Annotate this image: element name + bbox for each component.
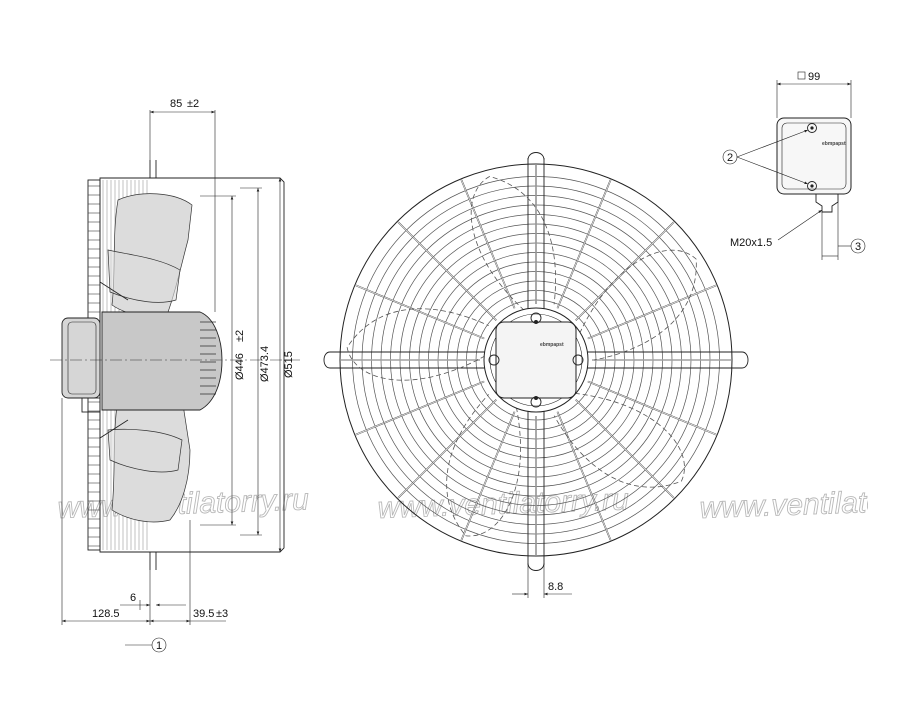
dim-blade-diameter: Ø446 <box>234 353 246 380</box>
front-grille <box>339 163 733 557</box>
front-blade <box>446 394 521 537</box>
dim-slot-width: 8.8 <box>548 581 563 593</box>
terminal-box-side <box>81 397 101 413</box>
callout-1-circle <box>151 637 167 653</box>
front-blade <box>553 392 685 488</box>
blade-lower-2 <box>107 428 183 473</box>
side-view: 85 ±2 Ø446 ±2 Ø473.4 Ø515 128.5 6 39.5 ±… <box>50 98 300 653</box>
terminal-screw-bottom <box>807 181 817 191</box>
grille-outer-ring <box>339 163 733 557</box>
blade-upper-2 <box>107 249 181 303</box>
front-blade <box>470 176 556 311</box>
motor-rear-cap <box>61 317 101 399</box>
dim-rear-offset-tol: ±3 <box>216 608 228 620</box>
dim-outer-diameter: Ø515 <box>283 351 295 378</box>
terminal-box-body <box>776 117 852 195</box>
terminal-box-front <box>495 321 577 399</box>
dim-overall-depth: 128.5 <box>92 608 120 620</box>
front-blade <box>346 308 489 381</box>
cable-gland <box>815 194 839 213</box>
callout-3-circle <box>850 238 866 254</box>
dim-flange-thickness: 6 <box>130 592 136 604</box>
dim-cable-gland: M20x1.5 <box>730 237 772 249</box>
front-blade <box>579 249 697 361</box>
dim-rear-offset: 39.5 <box>193 608 214 620</box>
front-view: ebmpapst 8.8 <box>323 152 749 598</box>
callout-2-label: 2 <box>727 152 733 164</box>
callout-2-circle <box>722 149 738 165</box>
square-symbol <box>797 71 806 80</box>
watermark-center: www.ventilatorry.ru <box>377 483 629 525</box>
brand-label-front: ebmpapst <box>540 342 564 348</box>
front-blades <box>346 176 697 537</box>
dim-hub-depth: 85 <box>170 98 182 110</box>
dim-hub-depth-tol: ±2 <box>187 98 199 110</box>
brand-label-detail: ebmpapst <box>822 141 846 147</box>
dim-terminal-box-size: 99 <box>808 71 820 83</box>
motor-rotor <box>101 311 223 411</box>
terminal-box-detail: ebmpapst 99 2 M20x1.5 3 <box>722 71 866 260</box>
motor-fins <box>200 321 216 395</box>
terminal-screw-top <box>807 123 817 133</box>
callout-3-label: 3 <box>855 241 861 253</box>
callout-1-label: 1 <box>156 640 162 652</box>
dim-ring-diameter: Ø473.4 <box>259 346 271 382</box>
dim-blade-diameter-tol: ±2 <box>234 330 246 342</box>
watermark-group: www.ventilatorry.ru www.ventilatorry.ru … <box>57 483 916 526</box>
